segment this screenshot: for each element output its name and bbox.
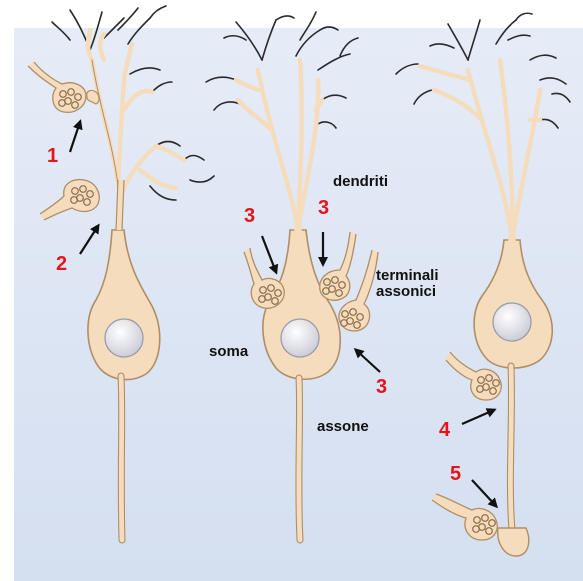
synapse-terminal-3c (338, 249, 379, 332)
neuron-middle-nucleus (280, 318, 320, 358)
assonici-label: assonici (376, 283, 437, 300)
marker-5: 5 (450, 463, 462, 485)
marker-1: 1 (47, 145, 59, 167)
axon-terminal-bulb (497, 527, 530, 557)
dendritic-spine (86, 89, 100, 105)
marker-3-top: 3 (318, 197, 330, 219)
synapse-terminal-3b (319, 231, 357, 301)
synapse-terminal-5 (431, 493, 498, 541)
arrow-3c (353, 347, 381, 373)
marker-3-bottom: 3 (376, 376, 388, 398)
neuron-right (395, 12, 571, 557)
neuron-left-nucleus (104, 318, 144, 358)
arrow-3a (260, 235, 279, 275)
synapse-terminal-4 (445, 351, 502, 401)
terminali-label: terminali (376, 267, 439, 284)
neuron-right-nucleus (492, 302, 532, 342)
synapse-terminal-3a (243, 247, 285, 309)
assone-label: assone (317, 418, 369, 435)
neuron-middle-dendrites (205, 11, 359, 233)
neuron-left-dendrites (51, 5, 215, 203)
arrow-2 (79, 223, 100, 255)
neuron-middle (205, 11, 379, 544)
neuron-left (27, 5, 215, 544)
synapse-terminal-2 (39, 178, 100, 221)
arrow-5 (471, 479, 499, 509)
synapse-terminal-1 (27, 61, 87, 113)
arrow-1 (68, 119, 83, 153)
dendriti-label: dendriti (333, 173, 388, 190)
arrow-4 (461, 408, 497, 426)
arrows (68, 119, 499, 509)
neuron-right-dendrites (395, 12, 571, 243)
soma-label: soma (209, 343, 249, 360)
marker-2: 2 (56, 253, 68, 275)
marker-4: 4 (439, 419, 451, 441)
marker-3-left: 3 (244, 205, 256, 227)
